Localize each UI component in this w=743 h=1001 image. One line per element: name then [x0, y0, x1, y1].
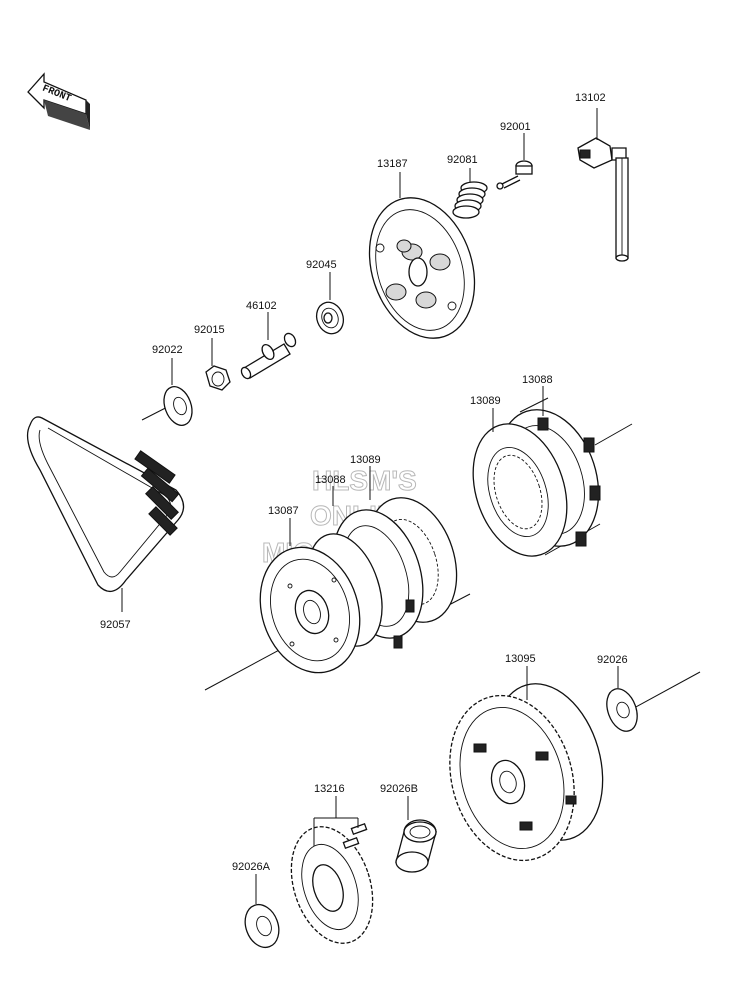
label-13088-mid: 13088: [315, 474, 346, 486]
label-46102: 46102: [246, 300, 277, 312]
part-46102-push-rod: [240, 332, 297, 380]
label-13088-top: 13088: [522, 374, 553, 386]
label-13187: 13187: [377, 158, 408, 170]
label-92026B: 92026B: [380, 783, 418, 795]
part-13102-release-shaft: [577, 137, 629, 262]
label-13216: 13216: [314, 783, 345, 795]
part-92081-spring: [452, 181, 488, 219]
chain-links: [134, 450, 180, 536]
part-13087-clutch-hub: [259, 533, 383, 674]
part-92026A-washer: [244, 903, 280, 949]
label-92001: 92001: [500, 121, 531, 133]
part-13089-steel-plate-top: [472, 423, 568, 557]
label-13102: 13102: [575, 92, 606, 104]
part-13187-pressure-plate: [368, 197, 476, 339]
part-92026B-bushing: [395, 819, 437, 873]
part-13095-clutch-housing: [449, 683, 604, 862]
label-13095: 13095: [505, 653, 536, 665]
part-92057-chain: [26, 416, 185, 592]
part-92015-nut: [205, 365, 231, 391]
label-92015: 92015: [194, 324, 225, 336]
label-13089-top: 13089: [470, 395, 501, 407]
part-92026-washer: [606, 688, 638, 732]
watermark-line-1: HLSM'S: [312, 465, 417, 496]
label-13089-mid: 13089: [350, 454, 381, 466]
label-13087: 13087: [268, 505, 299, 517]
label-92057: 92057: [100, 619, 131, 631]
part-92001-bolt: [496, 160, 533, 190]
front-arrow-icon: FRONT: [27, 72, 90, 130]
label-92022: 92022: [152, 344, 183, 356]
part-92045-bearing: [315, 301, 345, 335]
part-92022-washer: [163, 386, 193, 426]
part-13216-gear: [290, 822, 374, 944]
label-92081: 92081: [447, 154, 478, 166]
label-92045: 92045: [306, 259, 337, 271]
label-92026: 92026: [597, 654, 628, 666]
label-92026A: 92026A: [232, 861, 271, 873]
